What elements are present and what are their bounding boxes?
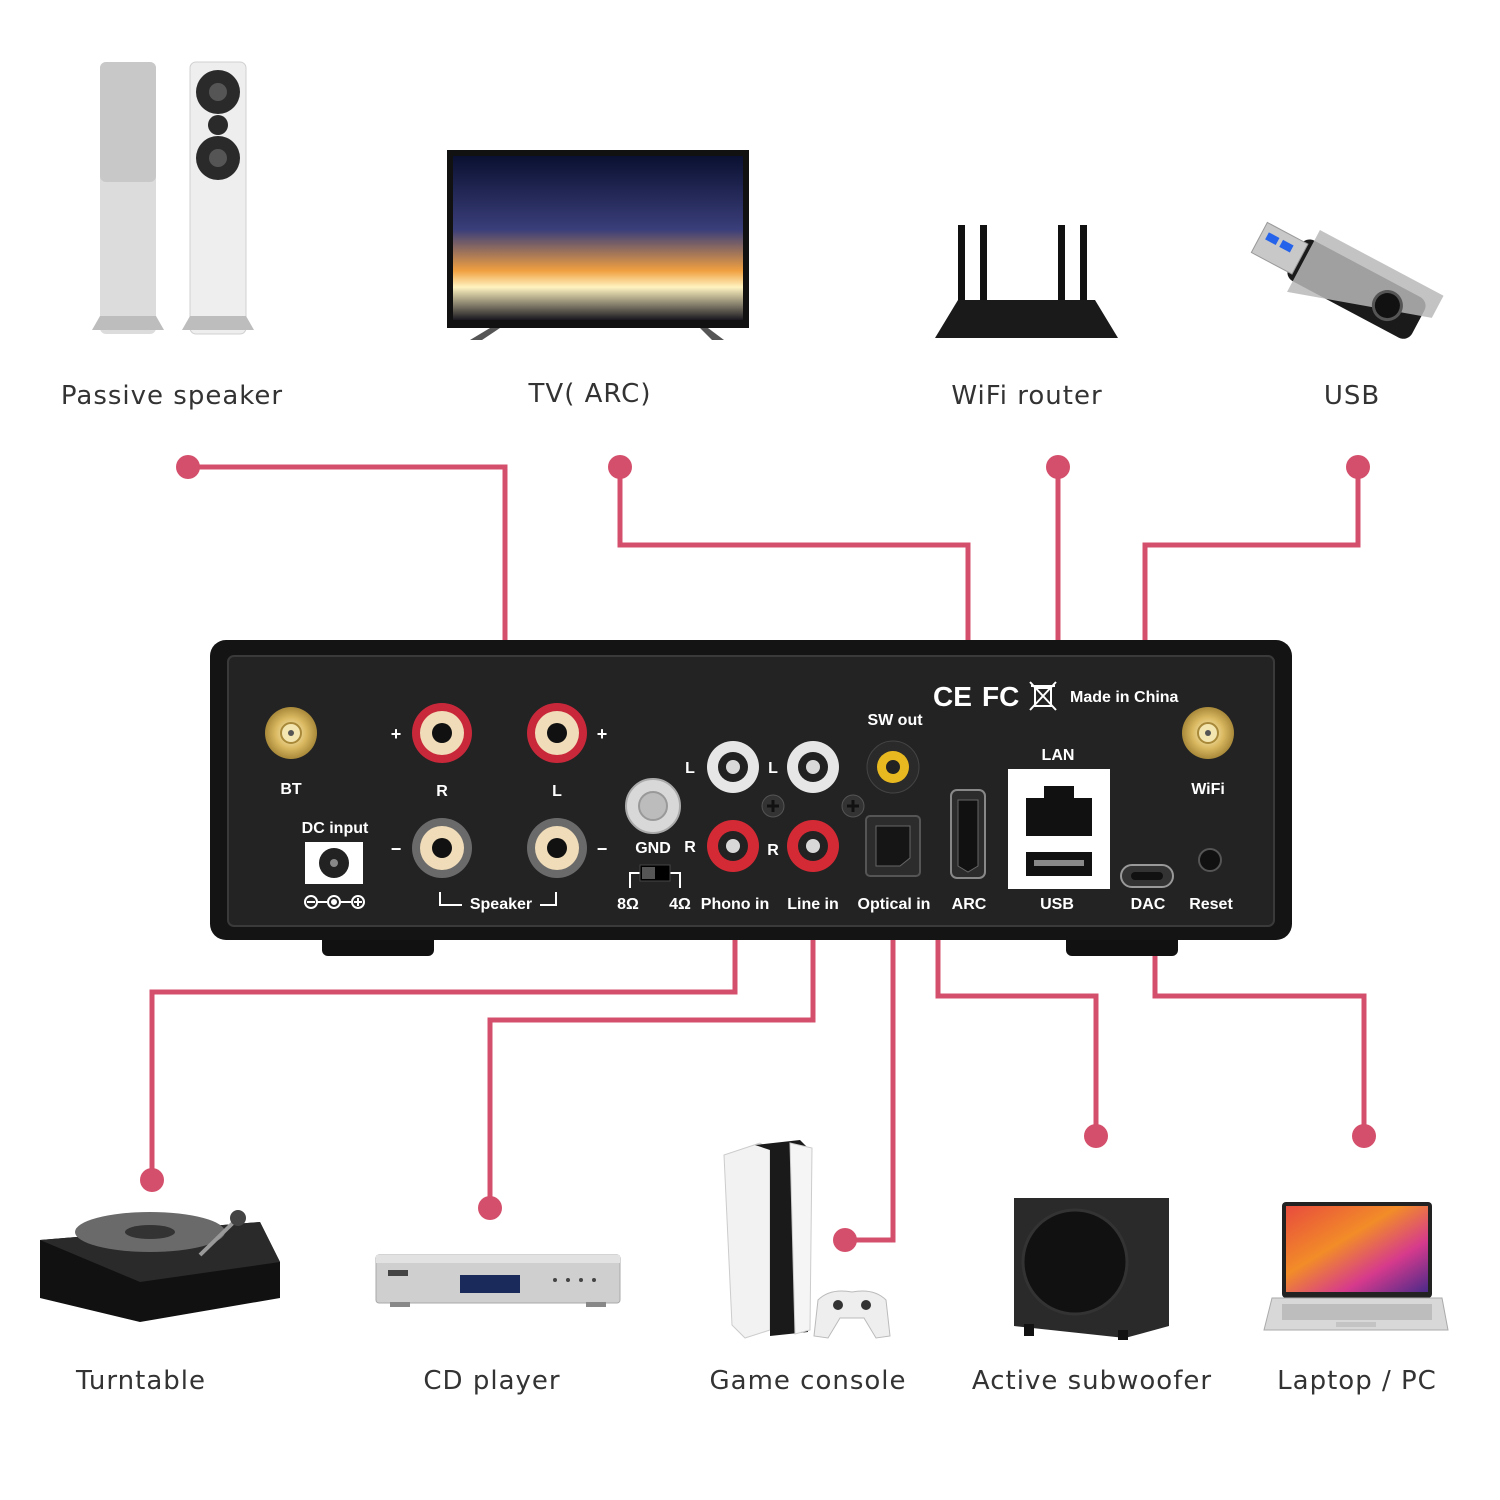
connector-dots [140, 455, 1376, 1252]
tv-image [447, 150, 749, 340]
speaker-r-plus-sign: + [391, 724, 402, 744]
active-subwoofer-label: Active subwoofer [972, 1366, 1212, 1396]
line-in-r-jack [787, 820, 839, 872]
sw-out-jack [866, 740, 920, 794]
dc-input-label: DC input [302, 820, 369, 837]
dot-wifi-router [1046, 455, 1070, 479]
speaker-bracket-left [439, 892, 462, 906]
speaker-bracket-right [540, 892, 557, 906]
speaker-r-minus-sign: − [391, 839, 402, 859]
amplifier-rear-panel: BT DC input [210, 640, 1292, 956]
sw-out-label: SW out [867, 712, 923, 729]
passive-speaker-label: Passive speaker [61, 381, 283, 411]
wifi-label: WiFi [1191, 781, 1225, 798]
line-r-label: R [767, 842, 779, 859]
speaker-l-plus-sign: + [597, 724, 608, 744]
phono-in-l-jack [707, 741, 759, 793]
usb-device-label: USB [1324, 381, 1380, 411]
speaker-l-label: L [552, 783, 562, 800]
impedance-8-label: 8Ω [617, 896, 639, 913]
wifi-router-label: WiFi router [951, 381, 1102, 411]
line-game-console [845, 918, 896, 1243]
hdmi-arc-port [950, 789, 986, 879]
wifi-antenna-connector [1182, 707, 1234, 759]
bt-antenna-connector [265, 707, 317, 759]
gnd-label: GND [635, 840, 671, 857]
dot-tv-arc [608, 455, 632, 479]
dot-passive-speaker [176, 455, 200, 479]
speaker-terminal-r-minus [412, 818, 472, 878]
passive-speaker-image [92, 61, 254, 335]
laptop-pc-label: Laptop / PC [1277, 1366, 1437, 1396]
lan-usb-port-block [1008, 769, 1110, 889]
usb-stick-image [1250, 221, 1444, 339]
dc-input-jack [305, 842, 363, 884]
line-cd-player [487, 918, 816, 1208]
reset-label: Reset [1189, 896, 1233, 913]
fc-mark: FC [982, 681, 1019, 712]
optical-in-label: Optical in [858, 896, 931, 913]
impedance-4-label: 4Ω [669, 896, 691, 913]
dot-subwoofer [1084, 1124, 1108, 1148]
bt-label: BT [280, 781, 302, 798]
line-in-label: Line in [787, 896, 839, 913]
optical-in-port [865, 815, 921, 877]
usb-port-label: USB [1040, 896, 1074, 913]
line-l-label: L [768, 760, 778, 777]
line-in-l-jack [787, 741, 839, 793]
phono-l-label: L [685, 760, 695, 777]
cd-player-label: CD player [423, 1366, 560, 1396]
impedance-switch [629, 864, 681, 888]
line-laptop [1152, 918, 1367, 1136]
turntable-image [40, 1210, 280, 1322]
speaker-group-label: Speaker [470, 896, 532, 913]
speaker-l-minus-sign: − [597, 839, 608, 859]
laptop-image [1263, 1202, 1449, 1331]
wifi-router-image [935, 225, 1118, 338]
screw-icon [841, 794, 865, 818]
lan-label: LAN [1042, 747, 1075, 764]
phono-in-label: Phono in [701, 896, 769, 913]
active-subwoofer-image [1014, 1198, 1169, 1340]
dot-laptop [1352, 1124, 1376, 1148]
speaker-terminal-r-plus [412, 703, 472, 763]
dac-label: DAC [1131, 896, 1166, 913]
gnd-terminal [625, 778, 681, 834]
lan-port-icon [1026, 786, 1092, 836]
game-console-label: Game console [709, 1366, 906, 1396]
arc-label: ARC [952, 896, 987, 913]
ce-mark: CE [933, 681, 972, 712]
speaker-r-label: R [436, 783, 448, 800]
tv-arc-label: TV( ARC) [528, 379, 652, 409]
screw-icon [761, 794, 785, 818]
cd-player-image [375, 1254, 621, 1307]
turntable-label: Turntable [75, 1366, 206, 1396]
speaker-terminal-l-minus [527, 818, 587, 878]
dot-usb [1346, 455, 1370, 479]
speaker-terminal-l-plus [527, 703, 587, 763]
dac-usb-c-port [1120, 864, 1174, 888]
dot-cd-player [478, 1196, 502, 1220]
weee-bin-icon [1029, 681, 1057, 711]
dc-polarity-icon [304, 895, 365, 909]
line-turntable [149, 918, 738, 1180]
reset-button [1198, 848, 1222, 872]
game-console-image [723, 1140, 891, 1339]
dot-turntable [140, 1168, 164, 1192]
phono-in-r-jack [707, 820, 759, 872]
dot-game-console [833, 1228, 857, 1252]
made-in-label: Made in China [1070, 689, 1179, 706]
phono-r-label: R [684, 839, 696, 856]
